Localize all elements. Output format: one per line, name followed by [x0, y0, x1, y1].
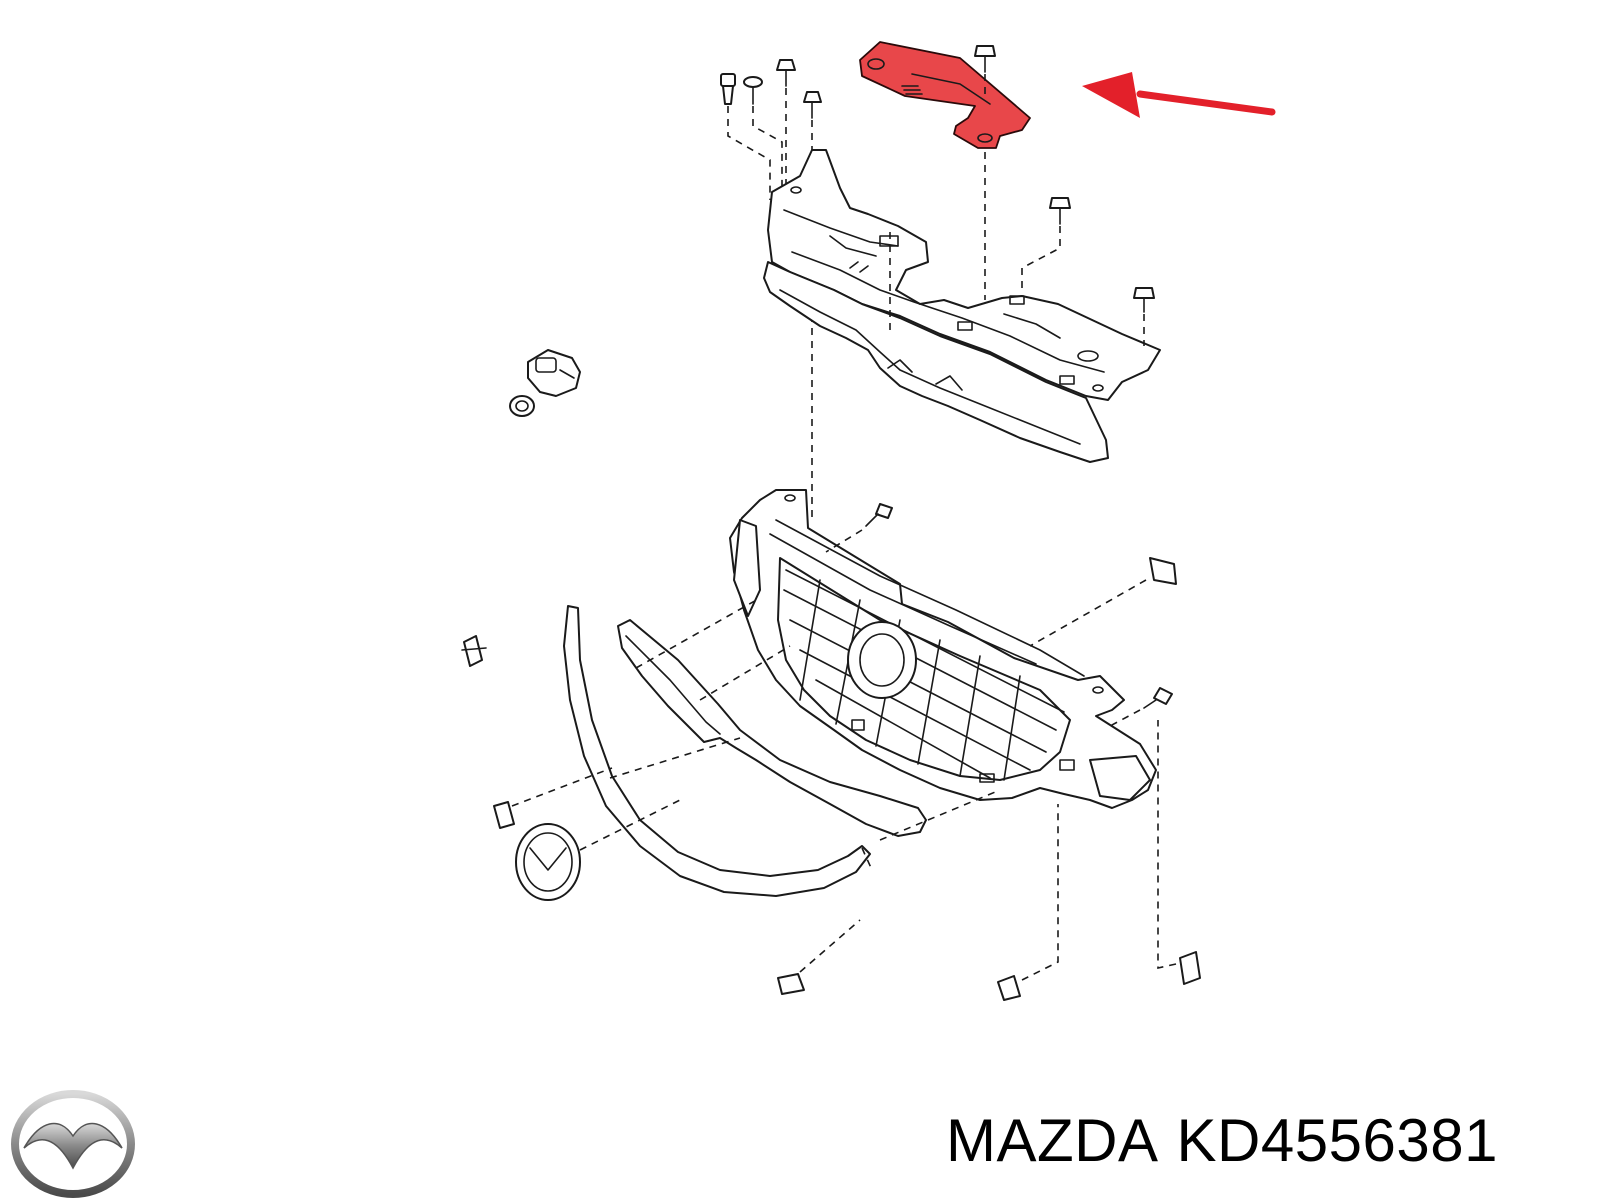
highlighted-part-kd4556381 — [859, 41, 1031, 149]
leader-trim-3 — [609, 737, 741, 779]
screw-fastener-8 — [1109, 687, 1173, 727]
sensor-component — [509, 349, 581, 417]
part-number: KD4556381 — [1176, 1107, 1498, 1174]
leader-trim-2 — [699, 645, 791, 701]
lower-bracket-bar — [763, 261, 1109, 463]
screw-fastener-2 — [743, 76, 763, 105]
screw-fastener-red-part — [974, 45, 996, 300]
clip-retainer-right — [1029, 557, 1177, 647]
bottom-clip-2 — [997, 804, 1059, 1001]
bottom-clip-1 — [777, 919, 861, 995]
clip-fastener-1 — [720, 73, 736, 105]
red-arrow-icon — [1082, 72, 1276, 118]
brand-name: MAZDA — [946, 1107, 1159, 1174]
leader-trim-1 — [635, 597, 761, 669]
leader-trim-4 — [879, 789, 1001, 841]
leader-strip-clip — [861, 847, 873, 871]
clip-left-small — [461, 635, 487, 667]
screw-fastener-5 — [1021, 197, 1071, 292]
grille-frame — [729, 489, 1157, 809]
screw-fastener-4 — [803, 91, 822, 119]
grille-molding-strip — [563, 605, 871, 897]
clip-left-lower — [493, 767, 613, 829]
grille-upper-trim — [617, 619, 927, 837]
front-emblem — [515, 799, 681, 901]
part-caption: MAZDA KD4556381 — [946, 1106, 1516, 1175]
screw-fastener-7 — [825, 503, 893, 553]
screw-fastener-6 — [1133, 287, 1155, 346]
bottom-clip-3 — [1157, 720, 1201, 985]
mazda-logo-icon — [11, 1090, 135, 1198]
screw-fastener-3 — [776, 59, 796, 87]
